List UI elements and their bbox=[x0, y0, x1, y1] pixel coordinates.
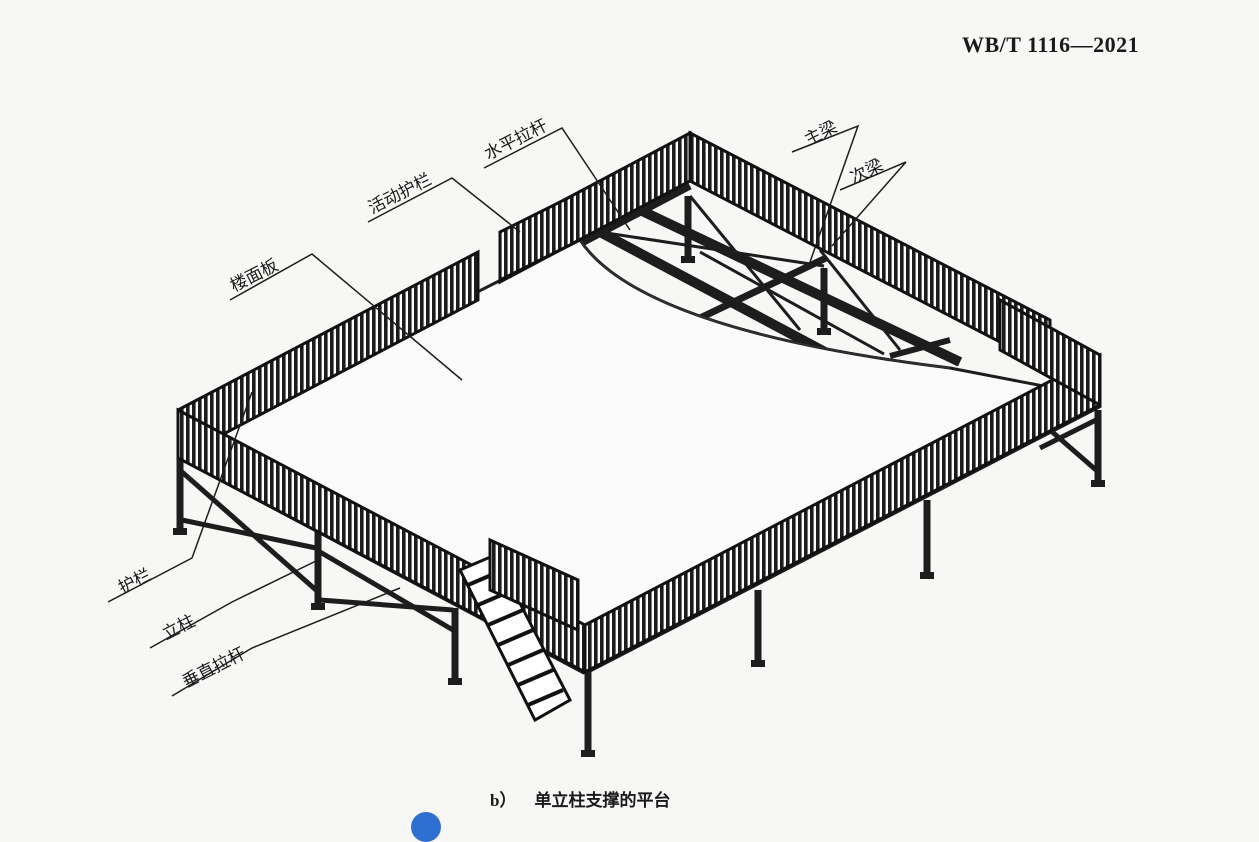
figure-caption: b） 单立柱支撑的平台 bbox=[490, 786, 670, 811]
platform-diagram: 楼面板 活动护栏 水平拉杆 主梁 次梁 护栏 立柱 垂直拉杆 bbox=[107, 116, 1105, 757]
leader-lines bbox=[107, 124, 907, 697]
cutaway-edge bbox=[579, 239, 951, 369]
label-horizontal-tie-rod: 水平拉杆 bbox=[481, 116, 551, 165]
label-guardrail: 护栏 bbox=[115, 565, 154, 598]
standard-code: WB/T 1116—2021 bbox=[962, 32, 1140, 57]
scan-mark bbox=[411, 812, 441, 842]
label-movable-guardrail: 活动护栏 bbox=[365, 170, 435, 219]
column-bases bbox=[173, 256, 1105, 757]
support-columns bbox=[176, 196, 1102, 752]
label-floor-panel: 楼面板 bbox=[227, 255, 282, 296]
label-column: 立柱 bbox=[159, 611, 198, 644]
underside-beams bbox=[578, 182, 963, 367]
caption-text: 单立柱支撑的平台 bbox=[534, 791, 671, 811]
caption-prefix: b） bbox=[490, 791, 517, 810]
label-secondary-beam: 次梁 bbox=[847, 155, 886, 188]
label-main-beam: 主梁 bbox=[801, 117, 840, 150]
stair bbox=[457, 537, 580, 723]
label-vertical-tie-rod: 垂直拉杆 bbox=[179, 644, 249, 693]
movable-guardrail bbox=[498, 193, 574, 283]
